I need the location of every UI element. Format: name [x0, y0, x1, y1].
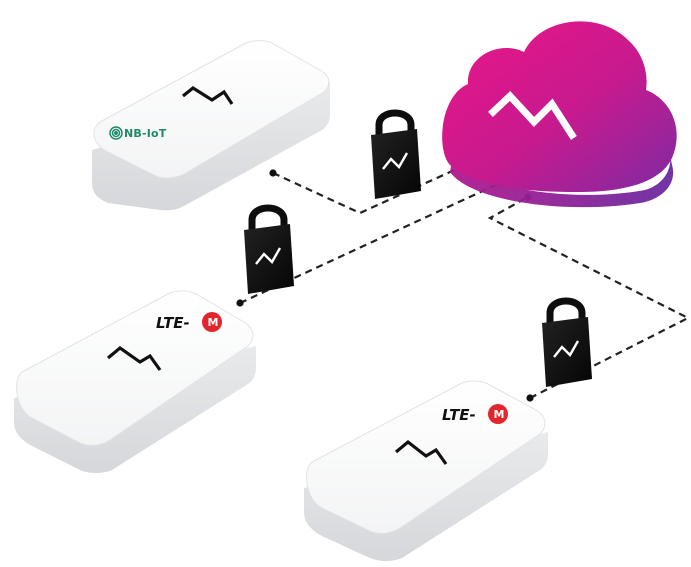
zigzag-signal-icon [382, 152, 409, 170]
padlock-icon [371, 109, 421, 199]
zigzag-signal-icon [106, 345, 162, 371]
ltem-logo: LTE- M [156, 312, 222, 332]
ltem-badge [488, 404, 508, 424]
padlock-icon [244, 204, 294, 294]
device-ltem-left: LTE- M [14, 290, 256, 473]
link-endpoint [236, 299, 244, 307]
ltem-badge [202, 312, 222, 332]
zigzag-signal-icon [488, 91, 577, 140]
connection-links [239, 160, 691, 399]
zigzag-signal-icon [394, 439, 448, 465]
nbiot-logo-mark [109, 126, 123, 140]
link-endpoint [526, 394, 534, 402]
zigzag-signal-icon [553, 340, 580, 358]
padlock-icon [542, 297, 592, 387]
ltem-logo: LTE- M [442, 404, 508, 424]
ltem-badge-letter: M [208, 316, 219, 329]
ltem-label: LTE- [156, 314, 190, 332]
link-endpoint [269, 169, 277, 177]
cloud-icon [442, 21, 677, 208]
link-ltem-right-to-cloud [487, 196, 691, 399]
zigzag-signal-icon [182, 86, 234, 105]
link-nbiot-to-cloud [272, 160, 473, 215]
nbiot-logo: NB-IoT [109, 126, 167, 140]
zigzag-signal-icon [255, 247, 282, 265]
device-ltem-right: LTE- M [304, 380, 548, 561]
nbiot-label: NB-IoT [124, 127, 167, 140]
ltem-label: LTE- [442, 406, 476, 424]
device-nbiot: NB-IoT [92, 40, 330, 211]
ltem-badge-letter: M [494, 408, 505, 421]
